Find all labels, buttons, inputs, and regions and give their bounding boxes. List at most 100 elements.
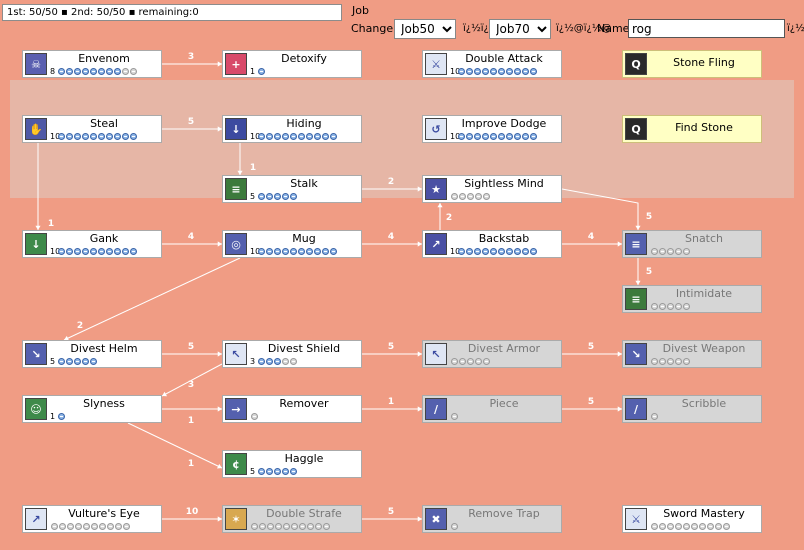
level-dot[interactable] <box>282 357 289 365</box>
level-dot[interactable] <box>675 357 682 365</box>
level-dot[interactable] <box>299 522 306 530</box>
skill-level-dots[interactable] <box>650 356 691 366</box>
level-dot[interactable] <box>258 357 265 365</box>
level-dot[interactable] <box>130 67 137 75</box>
level-dot[interactable] <box>258 192 265 200</box>
level-dot[interactable] <box>699 522 706 530</box>
skill-level-dots[interactable] <box>250 411 259 421</box>
skill-level-dots[interactable]: 5 <box>250 466 298 476</box>
level-dot[interactable] <box>290 132 297 140</box>
level-dot[interactable] <box>82 67 89 75</box>
level-dot[interactable] <box>74 247 81 255</box>
level-dot[interactable] <box>82 247 89 255</box>
level-dot[interactable] <box>315 522 322 530</box>
job70-select[interactable]: Job70 <box>489 19 551 39</box>
skill-level-dots[interactable] <box>250 521 331 531</box>
skill-level-dots[interactable]: 10 <box>50 246 138 256</box>
level-dot[interactable] <box>83 522 90 530</box>
name-input[interactable] <box>628 19 785 38</box>
level-dot[interactable] <box>659 302 666 310</box>
skill-level-dots[interactable] <box>450 191 491 201</box>
level-dot[interactable] <box>522 67 529 75</box>
level-dot[interactable] <box>290 192 297 200</box>
level-dot[interactable] <box>290 247 297 255</box>
level-dot[interactable] <box>251 412 258 420</box>
level-dot[interactable] <box>466 247 473 255</box>
level-dot[interactable] <box>90 357 97 365</box>
level-dot[interactable] <box>451 412 458 420</box>
level-dot[interactable] <box>115 522 122 530</box>
level-dot[interactable] <box>59 522 66 530</box>
level-dot[interactable] <box>530 67 537 75</box>
level-dot[interactable] <box>482 67 489 75</box>
level-dot[interactable] <box>323 522 330 530</box>
level-dot[interactable] <box>451 192 458 200</box>
level-dot[interactable] <box>466 67 473 75</box>
level-dot[interactable] <box>522 132 529 140</box>
level-dot[interactable] <box>66 247 73 255</box>
level-dot[interactable] <box>290 357 297 365</box>
level-dot[interactable] <box>458 67 465 75</box>
level-dot[interactable] <box>306 132 313 140</box>
level-dot[interactable] <box>322 132 329 140</box>
level-dot[interactable] <box>675 302 682 310</box>
level-dot[interactable] <box>514 247 521 255</box>
skill-sword-mastery[interactable]: ⚔Sword Mastery <box>622 505 762 533</box>
level-dot[interactable] <box>298 132 305 140</box>
level-dot[interactable] <box>66 67 73 75</box>
level-dot[interactable] <box>651 247 658 255</box>
skill-level-dots[interactable]: 1 <box>50 411 66 421</box>
level-dot[interactable] <box>123 522 130 530</box>
level-dot[interactable] <box>258 467 265 475</box>
level-dot[interactable] <box>275 522 282 530</box>
level-dot[interactable] <box>506 247 513 255</box>
level-dot[interactable] <box>291 522 298 530</box>
level-dot[interactable] <box>282 467 289 475</box>
level-dot[interactable] <box>314 247 321 255</box>
level-dot[interactable] <box>82 132 89 140</box>
level-dot[interactable] <box>474 247 481 255</box>
level-dot[interactable] <box>683 357 690 365</box>
level-dot[interactable] <box>122 132 129 140</box>
level-dot[interactable] <box>90 67 97 75</box>
skill-vultures-eye[interactable]: ↗Vulture's Eye <box>22 505 162 533</box>
level-dot[interactable] <box>298 247 305 255</box>
skill-level-dots[interactable]: 10 <box>50 131 138 141</box>
skill-level-dots[interactable]: 10 <box>450 131 538 141</box>
level-dot[interactable] <box>274 132 281 140</box>
level-dot[interactable] <box>130 247 137 255</box>
level-dot[interactable] <box>451 522 458 530</box>
skill-level-dots[interactable] <box>50 521 131 531</box>
level-dot[interactable] <box>490 132 497 140</box>
level-dot[interactable] <box>99 522 106 530</box>
level-dot[interactable] <box>498 67 505 75</box>
level-dot[interactable] <box>691 522 698 530</box>
level-dot[interactable] <box>490 247 497 255</box>
level-dot[interactable] <box>251 522 258 530</box>
level-dot[interactable] <box>514 67 521 75</box>
level-dot[interactable] <box>266 192 273 200</box>
skill-level-dots[interactable]: 10 <box>450 66 538 76</box>
level-dot[interactable] <box>74 132 81 140</box>
level-dot[interactable] <box>659 522 666 530</box>
level-dot[interactable] <box>74 357 81 365</box>
level-dot[interactable] <box>659 357 666 365</box>
level-dot[interactable] <box>322 247 329 255</box>
skill-level-dots[interactable]: 5 <box>250 191 298 201</box>
skill-level-dots[interactable]: 1 <box>250 66 266 76</box>
level-dot[interactable] <box>675 247 682 255</box>
level-dot[interactable] <box>58 67 65 75</box>
level-dot[interactable] <box>90 247 97 255</box>
level-dot[interactable] <box>651 302 658 310</box>
level-dot[interactable] <box>106 132 113 140</box>
level-dot[interactable] <box>106 247 113 255</box>
